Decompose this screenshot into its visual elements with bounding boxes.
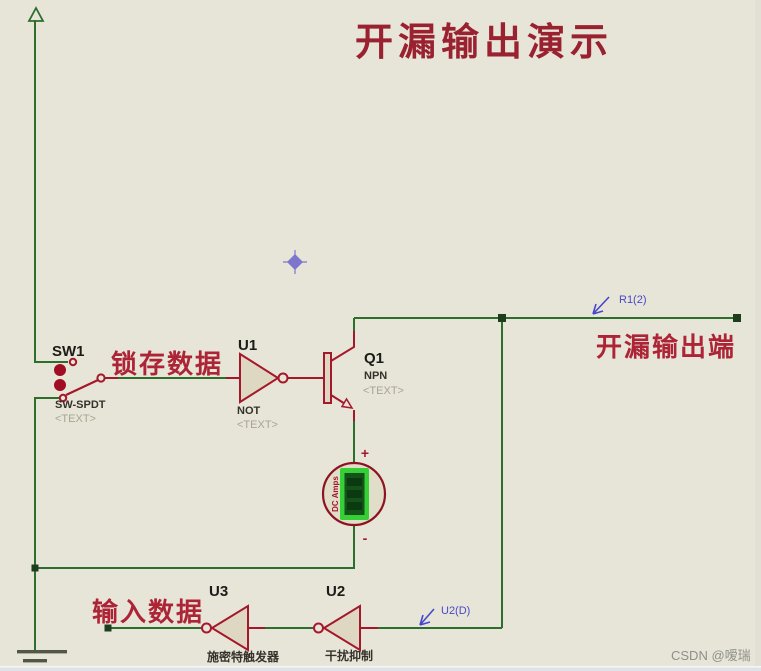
probe-label-u2d: U2(D) [441,605,470,617]
switch-toggle-dot-down[interactable] [54,379,66,391]
gate-u2[interactable]: U2 干扰抑制 [313,583,378,663]
probe-arrow-icon [592,296,610,315]
component-text-q1: <TEXT> [363,385,404,397]
u2-caption: 干扰抑制 [325,648,373,663]
wire-power-rail[interactable] [34,20,68,363]
gate-u3[interactable]: U3 施密特触发器 [201,583,280,664]
switch-toggle-dot-up[interactable] [54,364,66,376]
component-text-u1: <TEXT> [237,419,278,431]
transistor-q1-npn[interactable]: Q1 NPN <TEXT> [323,331,404,421]
gate-u1-not[interactable]: U1 NOT <TEXT> [226,337,325,431]
switch-throw-bottom-contact [58,393,68,403]
u3-triangle [210,604,249,652]
window-bottom-highlight [0,666,761,668]
window-right-edge [755,0,761,671]
ammeter-lcd-digit [347,478,362,486]
origin-marker [283,250,307,274]
switch-sw1[interactable]: SW1 SW-SPDT <TEXT> [52,343,118,425]
annotation-latch-data: 锁存数据 [111,349,223,379]
switch-throw-top-contact [68,357,78,367]
watermark: CSDN @嗳瑞 [671,648,751,663]
wires [34,20,737,650]
window-bottom-edge [0,667,761,671]
q1-base-bar [323,352,332,404]
ammeter-minus-label: - [363,530,368,546]
power-terminal[interactable] [27,6,45,22]
component-ref-sw1: SW1 [52,343,85,360]
origin-diamond-icon [287,254,303,270]
switch-lever [65,379,99,396]
u3-inversion-bubble [201,622,212,634]
component-ref-u2: U2 [326,583,345,600]
ammeter-plus-label: + [361,445,369,461]
annotation-input-data: 输入数据 [92,597,204,627]
ammeter-lcd-digit [347,490,362,498]
component-model-u1: NOT [237,405,261,417]
junction-dot [498,314,506,322]
q1-emitter-arrow-icon [340,397,354,409]
component-model-sw1: SW-SPDT [55,399,106,411]
switch-pole-contact [96,373,106,383]
component-text-sw1: <TEXT> [55,413,96,425]
u2-inversion-bubble [313,622,324,634]
page-title: 开漏输出演示 [355,22,613,64]
output-terminal-dot[interactable] [733,314,741,322]
probe-arrow-icon [419,608,435,626]
q1-collector-pin [330,331,355,362]
component-model-q1: NPN [364,370,387,382]
input-terminal-dot[interactable] [104,624,112,632]
ammeter[interactable]: DC Amps + - [321,445,387,546]
junction-dot [31,564,39,572]
u3-caption: 施密特触发器 [207,649,280,664]
voltage-probe-r1[interactable]: R1(2) [592,294,647,315]
voltage-probe-u2d[interactable]: U2(D) [419,605,470,626]
ground-terminal[interactable] [17,650,67,663]
component-ref-q1: Q1 [364,350,384,367]
u2-triangle [322,604,361,652]
u1-triangle [239,352,280,404]
ammeter-name-label: DC Amps [331,476,340,512]
probe-label-r1: R1(2) [619,294,647,306]
u1-inversion-bubble [277,372,289,384]
ground-bar-top [17,650,67,654]
annotation-open-drain-output: 开漏输出端 [596,332,736,362]
power-arrow-icon [27,6,45,22]
component-ref-u1: U1 [238,337,257,354]
ground-bar-bottom [23,659,47,663]
ammeter-lcd-digit [347,502,362,510]
component-ref-u3: U3 [209,583,228,600]
